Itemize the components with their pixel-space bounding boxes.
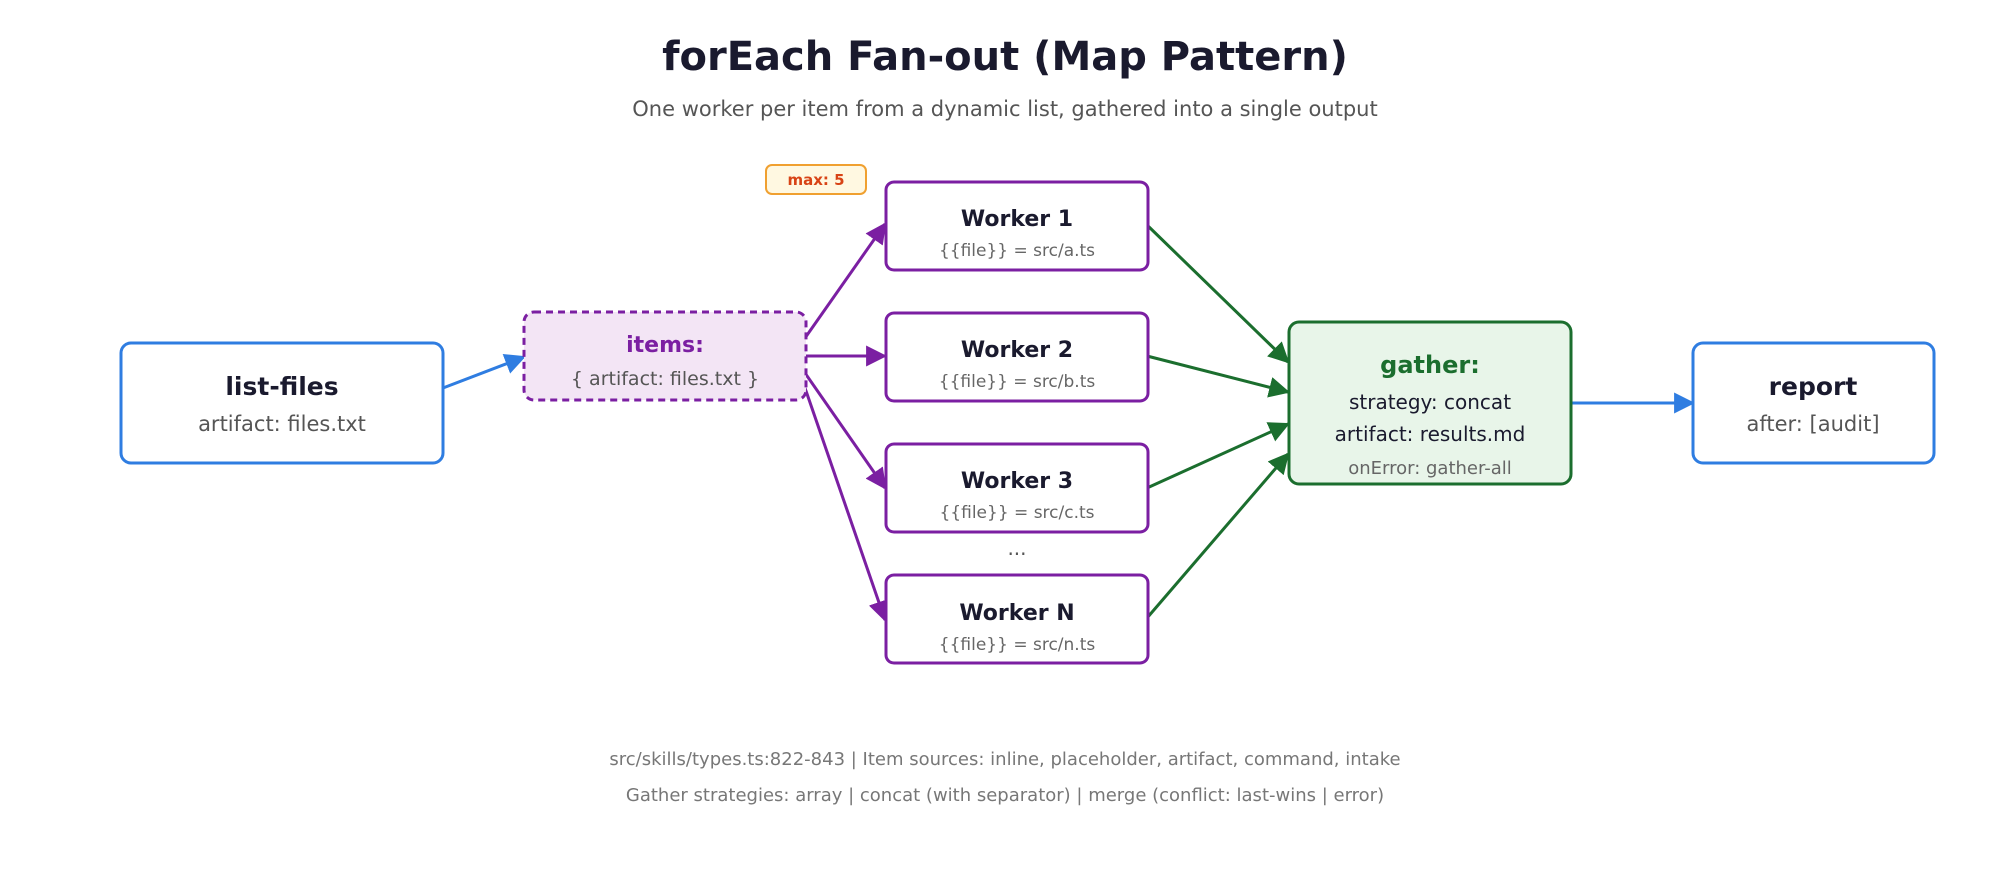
node-gather-strategy: strategy: concat (1349, 390, 1511, 414)
node-list-files-sub: artifact: files.txt (198, 412, 366, 436)
node-items-sub: { artifact: files.txt } (571, 368, 759, 390)
node-report-title: report (1769, 372, 1858, 401)
worker-3-sub: {{file}} = src/c.ts (939, 503, 1094, 523)
worker-1-sub: {{file}} = src/a.ts (939, 241, 1095, 261)
edge-worker-n-to-gather (1145, 452, 1290, 619)
node-gather-title: gather: (1380, 351, 1480, 379)
node-gather[interactable]: gather: strategy: concat artifact: resul… (1287, 320, 1573, 486)
edge-items-to-worker-n (803, 387, 889, 622)
page-title: forEach Fan-out (Map Pattern) (662, 34, 1348, 80)
page-subtitle: One worker per item from a dynamic list,… (632, 97, 1377, 121)
edge-items-to-worker-3 (803, 372, 887, 490)
node-items[interactable]: items: { artifact: files.txt } (522, 310, 808, 402)
worker-n-sub: {{file}} = src/n.ts (939, 635, 1096, 655)
node-items-title: items: (626, 333, 704, 358)
node-gather-on-error: onError: gather-all (1348, 458, 1512, 479)
worker-3-title: Worker 3 (961, 469, 1073, 494)
max-concurrency-label: max: 5 (787, 171, 844, 189)
node-report[interactable]: report after: [audit] (1691, 341, 1936, 465)
worker-1-title: Worker 1 (961, 207, 1073, 232)
node-gather-artifact: artifact: results.md (1335, 422, 1526, 446)
footer-strategies-note: Gather strategies: array | concat (with … (626, 785, 1384, 806)
edge-list-files-to-items (442, 353, 526, 390)
worker-2-title: Worker 2 (961, 338, 1073, 363)
worker-2-sub: {{file}} = src/b.ts (939, 372, 1096, 392)
node-list-files[interactable]: list-files artifact: files.txt (119, 341, 445, 465)
edge-worker-3-to-gather (1146, 422, 1290, 490)
node-worker-1[interactable]: Worker 1 {{file}} = src/a.ts (884, 180, 1150, 272)
node-worker-2[interactable]: Worker 2 {{file}} = src/b.ts (884, 311, 1150, 403)
footer-sources-note: src/skills/types.ts:822-843 | Item sourc… (609, 749, 1400, 770)
edge-items-to-worker-1 (803, 222, 887, 339)
worker-n-title: Worker N (959, 601, 1074, 626)
workers-ellipsis: ... (1007, 536, 1026, 560)
node-report-sub: after: [audit] (1746, 412, 1879, 436)
edge-worker-1-to-gather (1145, 223, 1290, 364)
node-worker-n[interactable]: Worker N {{file}} = src/n.ts (884, 573, 1150, 665)
edge-worker-2-to-gather (1146, 354, 1291, 398)
node-list-files-title: list-files (225, 372, 338, 401)
max-concurrency-badge: max: 5 (765, 164, 867, 195)
node-worker-3[interactable]: Worker 3 {{file}} = src/c.ts (884, 442, 1150, 534)
